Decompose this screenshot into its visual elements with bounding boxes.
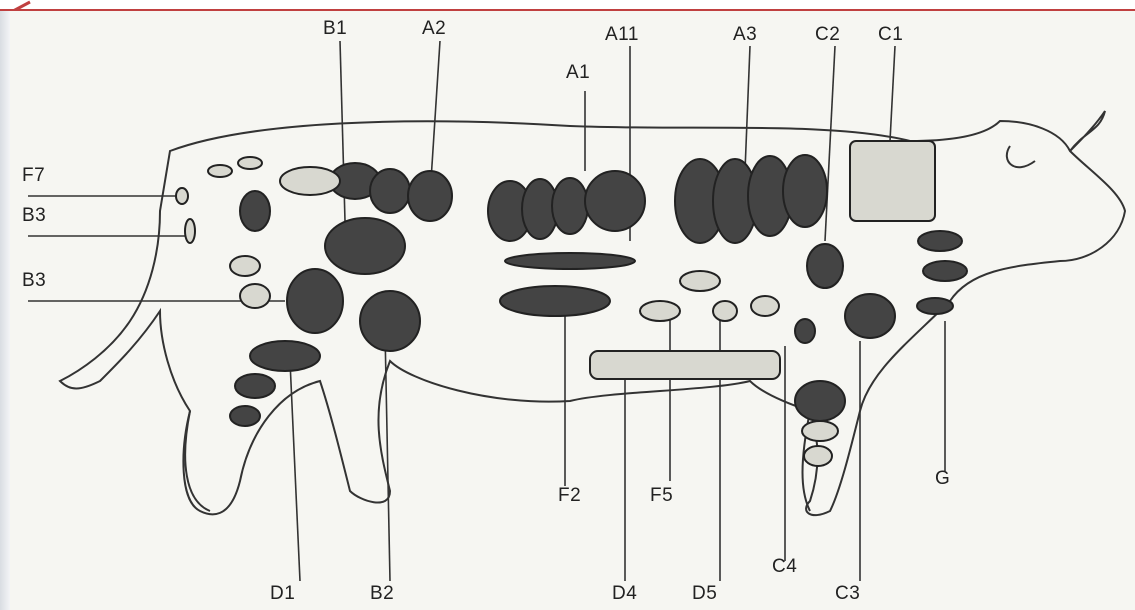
label-a2: A2 bbox=[422, 18, 446, 40]
cut-b1-b bbox=[325, 218, 405, 274]
cut-c2 bbox=[807, 244, 843, 288]
cut-f5-a bbox=[680, 271, 720, 291]
label-b3-lower: B3 bbox=[22, 270, 46, 292]
cut-f5-b bbox=[640, 301, 680, 321]
cut-b2 bbox=[360, 291, 420, 351]
cut-g-a bbox=[918, 231, 962, 251]
label-f7: F7 bbox=[22, 165, 45, 187]
cut-g-c bbox=[917, 298, 953, 314]
cut-c3 bbox=[845, 294, 895, 338]
cut-d4-brisket bbox=[590, 351, 780, 379]
label-b2: B2 bbox=[370, 583, 394, 605]
cut-a3-d bbox=[783, 155, 827, 227]
cow-ear-outline bbox=[1007, 146, 1035, 167]
label-f2: F2 bbox=[558, 485, 581, 507]
cut-shank bbox=[795, 381, 845, 421]
cut-f7-a bbox=[208, 165, 232, 177]
cut-d1-c bbox=[230, 406, 260, 426]
label-c4: C4 bbox=[772, 556, 797, 578]
cut-f7-b bbox=[238, 157, 262, 169]
cut-a2-b bbox=[408, 171, 452, 221]
cut-b3-c bbox=[230, 256, 260, 276]
cow-cuts-diagram bbox=[10, 11, 1135, 610]
cut-shank-c bbox=[804, 446, 832, 466]
label-d4: D4 bbox=[612, 583, 637, 605]
cut-a11 bbox=[505, 253, 635, 269]
cut-b3-d bbox=[240, 284, 270, 308]
cut-f7-c bbox=[176, 188, 188, 204]
cut-c1 bbox=[850, 141, 935, 221]
label-b3-upper: B3 bbox=[22, 205, 46, 227]
left-shadow-bar bbox=[0, 11, 10, 610]
label-c2: C2 bbox=[815, 24, 840, 46]
label-d5: D5 bbox=[692, 583, 717, 605]
cut-d1-a bbox=[250, 341, 320, 371]
cut-b3-b bbox=[287, 269, 343, 333]
cut-loin-top bbox=[280, 167, 340, 195]
cut-b3-a bbox=[240, 191, 270, 231]
label-d1: D1 bbox=[270, 583, 295, 605]
label-c1: C1 bbox=[878, 24, 903, 46]
label-g: G bbox=[935, 468, 950, 490]
cut-f2 bbox=[500, 286, 610, 316]
label-f5: F5 bbox=[650, 485, 673, 507]
top-border bbox=[0, 0, 1135, 11]
label-a3: A3 bbox=[733, 24, 757, 46]
label-a11: A11 bbox=[605, 24, 639, 46]
cut-a1-c bbox=[552, 178, 588, 234]
cut-d5-b bbox=[751, 296, 779, 316]
label-a1: A1 bbox=[566, 62, 590, 84]
label-b1: B1 bbox=[323, 18, 347, 40]
cut-d1-b bbox=[235, 374, 275, 398]
cut-a2-a bbox=[370, 169, 410, 213]
cow-horn-outline bbox=[1070, 111, 1105, 151]
cut-a1-d bbox=[585, 171, 645, 231]
cut-g-b bbox=[923, 261, 967, 281]
cut-shank-b bbox=[802, 421, 838, 441]
cut-f7-d bbox=[185, 219, 195, 243]
cut-c4 bbox=[795, 319, 815, 343]
label-c3: C3 bbox=[835, 583, 860, 605]
cut-d5-a bbox=[713, 301, 737, 321]
